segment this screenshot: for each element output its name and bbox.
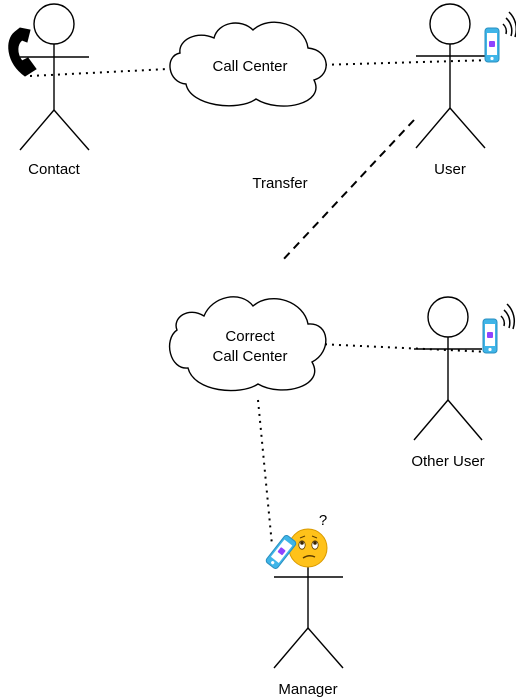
telephone-handset-icon	[8, 27, 37, 77]
other-user-label: Other User	[411, 453, 484, 470]
connector-callcenter-user	[317, 59, 493, 66]
mobile-phone-ringing-icon	[484, 11, 516, 63]
other-user-actor[interactable]	[413, 296, 483, 441]
question-mark-label: ?	[319, 512, 327, 529]
contact-label: Contact	[28, 161, 81, 178]
user-head	[429, 3, 471, 45]
other-user-head	[427, 296, 469, 338]
manager-actor[interactable]	[273, 567, 344, 669]
transfer-connector	[279, 119, 415, 264]
call-center-cloud[interactable]: Call Center	[169, 21, 327, 107]
user-label: User	[434, 161, 466, 178]
correct-call-center-cloud[interactable]: Correct Call Center	[168, 296, 327, 392]
contact-actor[interactable]	[19, 3, 90, 151]
user-actor[interactable]	[415, 3, 486, 149]
transfer-label: Transfer	[252, 175, 307, 192]
correct-call-center-label-line1: Correct	[225, 328, 275, 345]
manager-label: Manager	[278, 681, 337, 698]
confused-face-emoji-icon	[288, 528, 328, 568]
correct-call-center-label-line2: Call Center	[212, 348, 287, 365]
connector-correct-otheruser	[317, 343, 491, 353]
contact-head	[33, 3, 75, 45]
call-center-label: Call Center	[212, 58, 287, 75]
connector-correct-manager	[257, 399, 273, 546]
mobile-phone-ringing-icon	[482, 303, 516, 354]
